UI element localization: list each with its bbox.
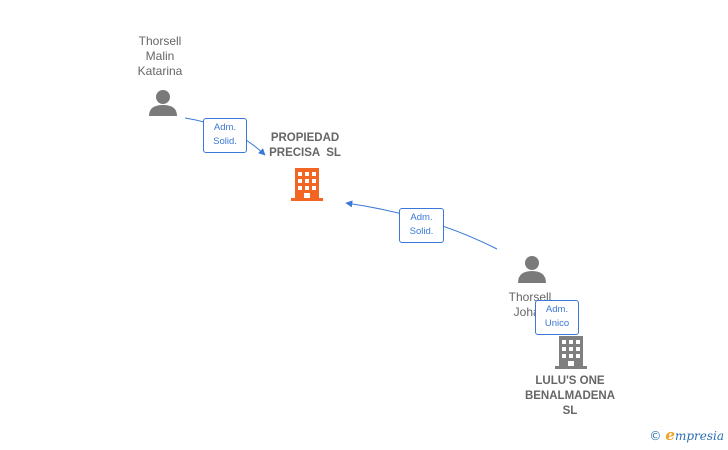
person-icon[interactable] [518,256,546,283]
person-icon[interactable] [149,90,177,116]
copyright-icon: © [649,429,662,443]
building-icon[interactable] [291,168,323,201]
brand-watermark: ©empresia [649,426,724,444]
company-label-lulus[interactable]: LULU'S ONE BENALMADENA SL [524,375,616,417]
relation-label: Adm. Solid. [399,208,444,243]
building-icon[interactable] [555,336,587,369]
brand-logo-letter: e [665,426,675,444]
company-label-propiedad[interactable]: PROPIEDAD PRECISA SL [269,132,341,159]
relation-label: Adm. Solid. [203,118,247,153]
brand-name: mpresia [674,429,724,443]
relation-label: Adm. Unico [535,300,579,335]
person-label-malin[interactable]: Thorsell Malin Katarina [137,34,183,78]
